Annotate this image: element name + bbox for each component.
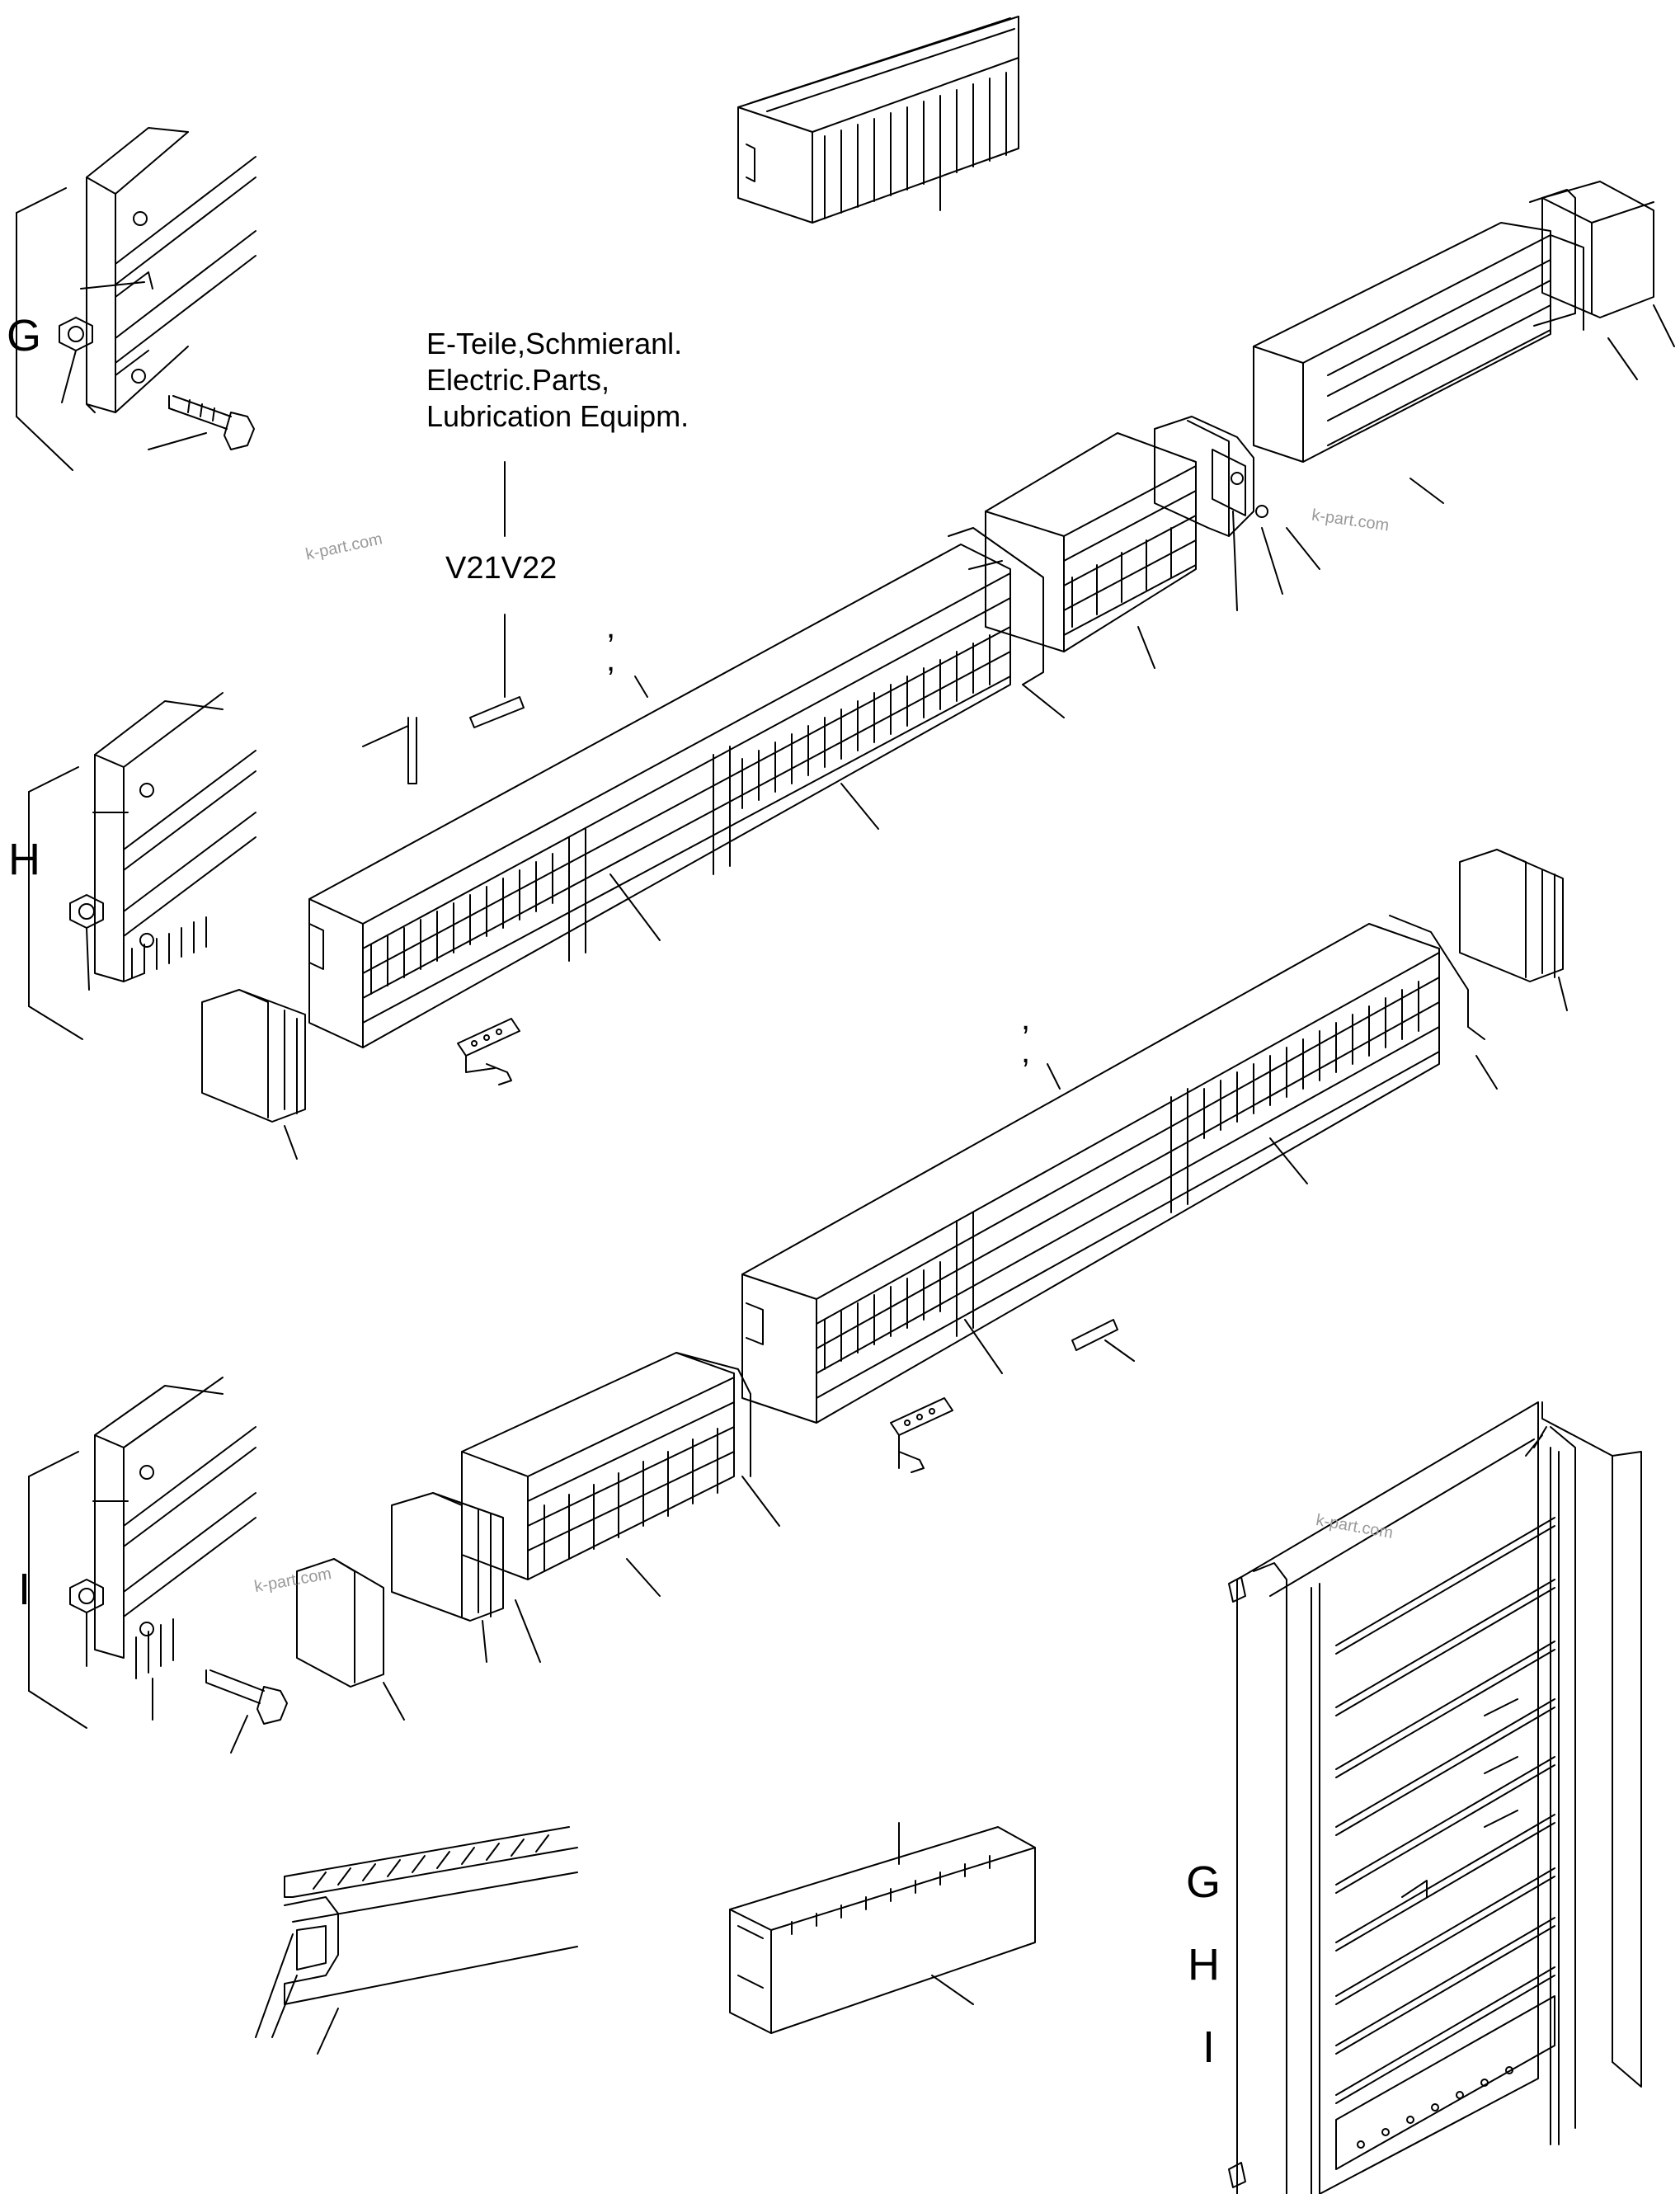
- part-code-label: V21V22: [445, 551, 558, 586]
- terminal-blocks-upper-middle: [948, 433, 1196, 718]
- bolt-g: [148, 396, 254, 450]
- cabinet-label-h: H: [1188, 1940, 1220, 1989]
- terminal-rail-lower: [742, 924, 1439, 1472]
- terminal-block-top: [738, 16, 1019, 223]
- parts-note-line-1: E-Teile,Schmieranl.: [426, 327, 683, 360]
- rail-bracket-i: [29, 1377, 287, 1753]
- control-cabinet: [1229, 1402, 1641, 2194]
- section-label-h: H: [8, 835, 40, 884]
- parts-note: E-Teile,Schmieranl. Electric.Parts, Lubr…: [426, 326, 689, 435]
- rail-bracket-g: [16, 128, 256, 470]
- parts-note-line-3: Lubrication Equipm.: [426, 399, 689, 433]
- terminal-end-module-left: [202, 990, 305, 1159]
- comma-mark: ,: [606, 609, 616, 645]
- cable-duct-left: [256, 1827, 577, 2054]
- terminal-blocks-lower-left: [297, 1353, 779, 1720]
- rail-bracket-h: [29, 693, 256, 1039]
- terminal-blocks-upper-right: [1155, 181, 1674, 610]
- section-label-g: G: [7, 311, 42, 360]
- comma-mark: ,: [606, 642, 616, 678]
- comma-mark: ,: [1021, 1033, 1031, 1070]
- parts-note-line-2: Electric.Parts,: [426, 363, 610, 397]
- cable-duct-center: [730, 1823, 1035, 2033]
- terminal-rail-upper: [309, 544, 1010, 1085]
- cabinet-label-g: G: [1186, 1857, 1221, 1907]
- nut-g: [59, 318, 92, 403]
- cabinet-label-i: I: [1202, 2022, 1216, 2072]
- terminal-end-module-right: [1390, 850, 1567, 1089]
- comma-mark: ,: [1021, 1000, 1031, 1037]
- section-label-i: I: [18, 1565, 31, 1614]
- note-leader: [470, 462, 524, 727]
- bolt-i: [206, 1670, 287, 1753]
